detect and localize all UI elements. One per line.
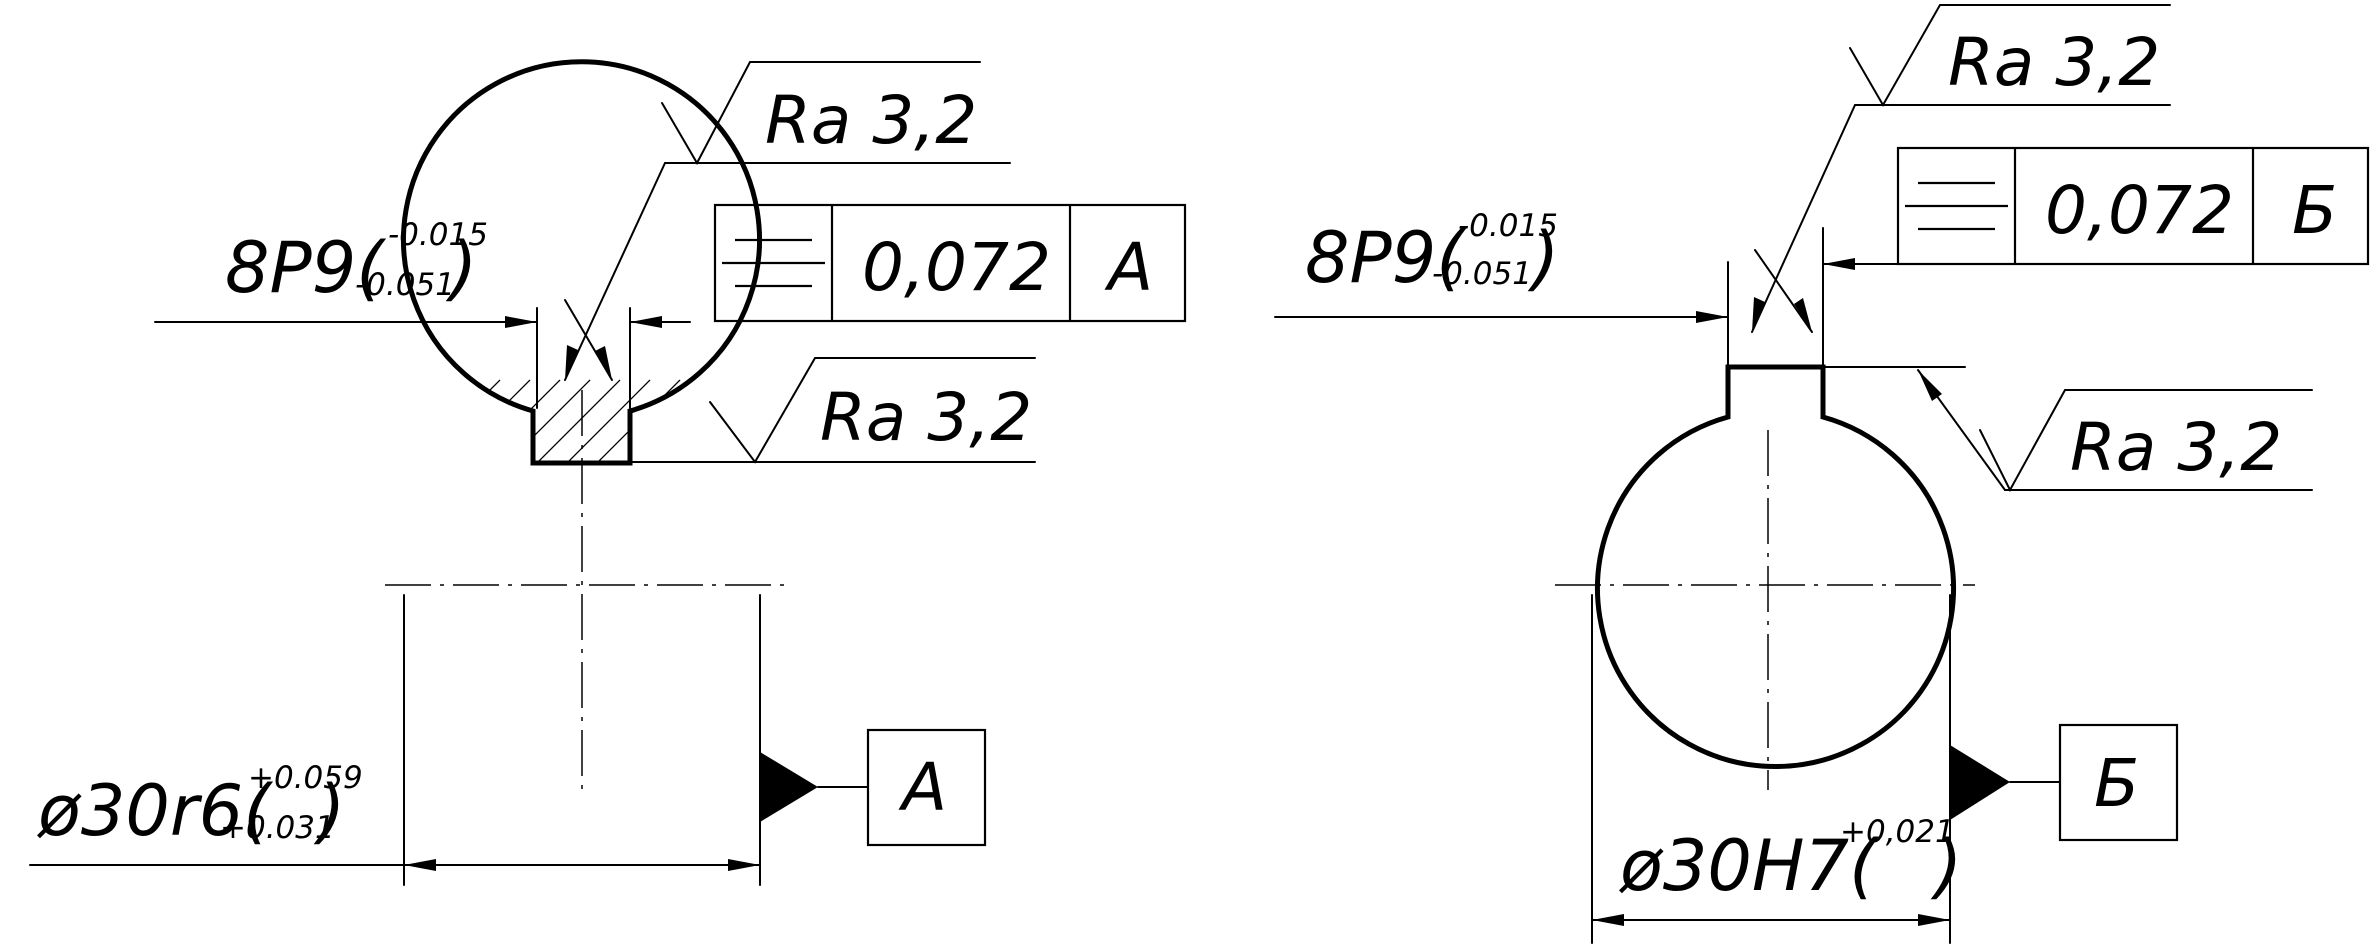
- left-key-width-dimension: [154, 316, 691, 328]
- hatch-line: [403, 379, 651, 464]
- right-key-width-upper-deviation: -0.015: [1458, 208, 1558, 244]
- right-key-width-lower-deviation: -0.051: [1432, 256, 1532, 292]
- hatch-line: [1080, 380, 1490, 790]
- left-key-width-lower-deviation: -0.051: [355, 267, 455, 303]
- hatch-line: [1020, 380, 1430, 790]
- right-top-roughness-label: Ra 3,2: [1948, 24, 2160, 101]
- surface-roughness-icon: [629, 357, 1036, 464]
- right-tolerance-value: 0,072: [2045, 172, 2234, 249]
- surface-roughness-icon: [1849, 4, 2171, 108]
- right-bore-outline: [1595, 364, 1956, 770]
- right-datum-box: [2058, 723, 2179, 842]
- right-key-width-close-paren: ): [1527, 217, 1559, 299]
- left-key-width-upper-deviation: -0.015: [388, 217, 488, 253]
- left-diameter-upper-deviation: +0.059: [248, 760, 363, 796]
- left-key-width-label: 8P9(: [225, 227, 386, 309]
- right-side-roughness-leader: [1917, 369, 2006, 491]
- hatch-line: [1050, 380, 1460, 790]
- hatch-line: [403, 379, 501, 464]
- left-diameter-lower-deviation: +0.031: [220, 810, 335, 846]
- hatch-line: [0, 380, 380, 790]
- left-shaft-view: 8P9( -0.015 -0.051 ) 0,072 A: [0, 59, 1580, 886]
- right-diameter-label: ø30H7(: [1619, 825, 1879, 907]
- hatch-line: [990, 380, 1400, 790]
- right-hub-view: 8P9( -0.015 -0.051 ) 0,072 Б: [1274, 4, 2370, 944]
- left-tolerance-datum: A: [1104, 229, 1153, 306]
- datum-triangle-icon: [760, 752, 869, 822]
- left-key-width-close-paren: ): [445, 227, 477, 309]
- hatch-line: [1170, 380, 1580, 790]
- right-datum-label: Б: [2094, 745, 2139, 822]
- right-diameter-upper-deviation: +0,021: [1840, 814, 1955, 850]
- symmetry-icon: [1905, 181, 2008, 231]
- right-diameter-dimension: [1591, 914, 1951, 926]
- left-datum-label: A: [898, 749, 947, 826]
- surface-roughness-icon: [1979, 389, 2313, 493]
- hatch-line: [403, 379, 411, 464]
- left-shaft-outline: [401, 59, 762, 466]
- hatch-line: [403, 379, 621, 464]
- hatch-line: [1110, 380, 1520, 790]
- left-section-hatching: [0, 379, 1580, 790]
- left-tolerance-value: 0,072: [862, 229, 1051, 306]
- right-diameter-close-paren: ): [1930, 825, 1962, 907]
- right-tolerance-frame: 0,072 Б: [1896, 146, 2370, 266]
- hatch-line: [1140, 380, 1550, 790]
- left-diameter-label: ø30r6(: [37, 770, 273, 852]
- left-datum-box: [866, 728, 987, 847]
- hatch-line: [403, 379, 711, 464]
- left-diameter-close-paren: ): [313, 770, 345, 852]
- left-tolerance-frame: 0,072 A: [713, 203, 1187, 323]
- surface-roughness-icon: [661, 61, 981, 166]
- left-diameter-dimension: [29, 859, 761, 871]
- right-top-roughness-leader: [1751, 104, 2171, 333]
- right-side-roughness-label: Ra 3,2: [2070, 409, 2282, 486]
- right-key-width-dimension: [1274, 258, 1899, 323]
- hatch-line: [403, 379, 441, 464]
- left-right-roughness-label: Ra 3,2: [820, 379, 1032, 456]
- right-key-width-label: 8P9(: [1305, 217, 1466, 299]
- symmetry-icon: [722, 238, 825, 288]
- left-top-roughness-label: Ra 3,2: [765, 82, 977, 159]
- right-tolerance-datum: Б: [2292, 172, 2337, 249]
- left-top-roughness-leader: [564, 162, 1011, 381]
- datum-triangle-icon: [1950, 745, 2061, 820]
- hatch-line: [403, 379, 681, 464]
